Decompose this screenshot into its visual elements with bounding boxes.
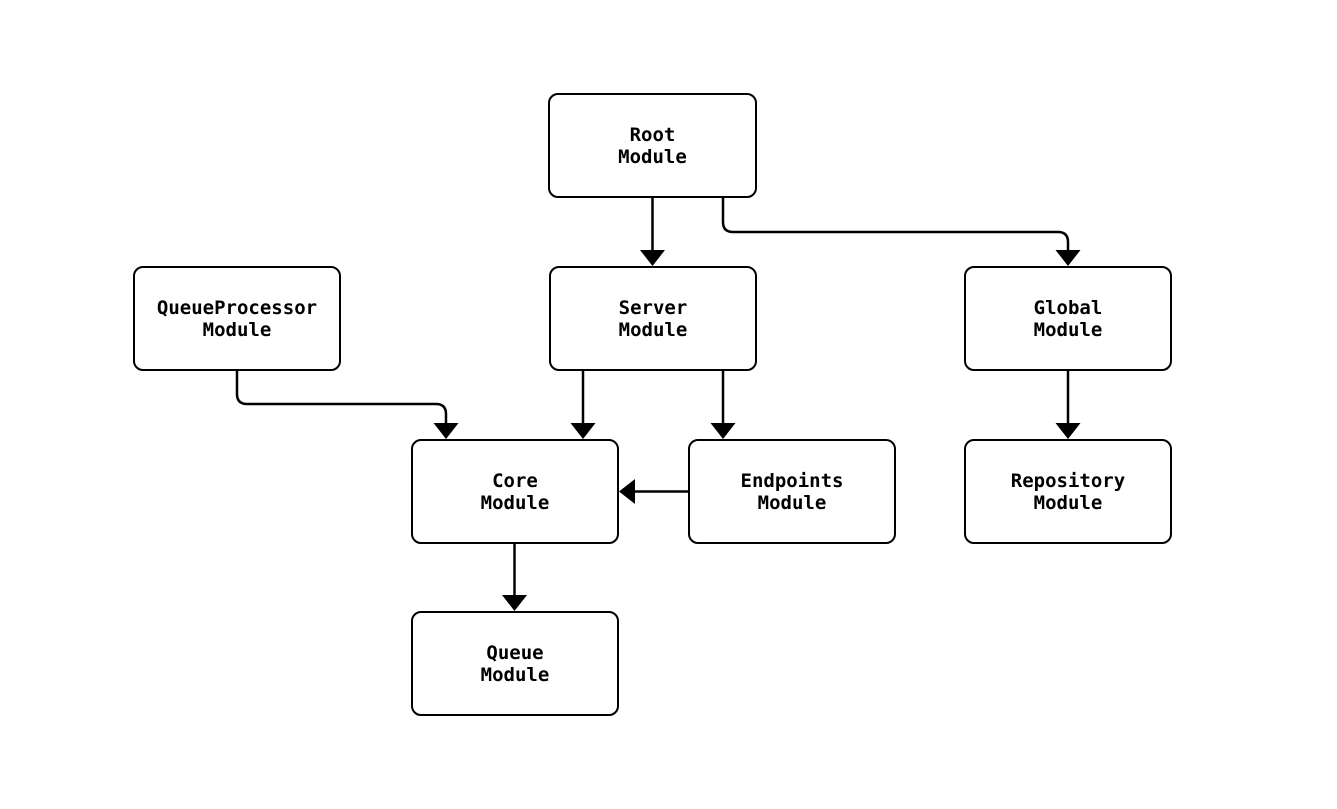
arrowhead-root-to-global [1055, 250, 1081, 266]
arrowhead-queueprocessor-to-core [433, 423, 459, 439]
node-repository-module: Repository Module [964, 439, 1172, 544]
node-label: Core Module [480, 469, 550, 514]
node-endpoints-module: Endpoints Module [688, 439, 896, 544]
arrowhead-global-to-repository [1055, 423, 1081, 439]
arrowhead-server-to-endpoints [710, 423, 736, 439]
node-label: Repository Module [1010, 469, 1126, 514]
arrowhead-root-to-server [640, 250, 665, 266]
node-label: Server Module [618, 296, 688, 341]
node-label: Endpoints Module [740, 469, 844, 514]
edge-queueprocessor-to-core [235, 371, 448, 424]
node-label: QueueProcessor Module [156, 296, 318, 341]
node-queue-module: Queue Module [411, 611, 619, 716]
node-label: Root Module [618, 123, 687, 168]
node-label: Global Module [1033, 296, 1103, 341]
node-queueprocessor-module: QueueProcessor Module [133, 266, 341, 371]
arrowhead-core-to-queue [502, 595, 527, 611]
node-core-module: Core Module [411, 439, 619, 544]
arrowhead-server-to-core [570, 423, 596, 439]
arrowhead-endpoints-to-core [619, 479, 635, 504]
node-global-module: Global Module [964, 266, 1172, 371]
node-root-module: Root Module [548, 93, 757, 198]
edge-root-to-global [721, 198, 1070, 251]
node-label: Queue Module [480, 641, 550, 686]
node-server-module: Server Module [549, 266, 757, 371]
